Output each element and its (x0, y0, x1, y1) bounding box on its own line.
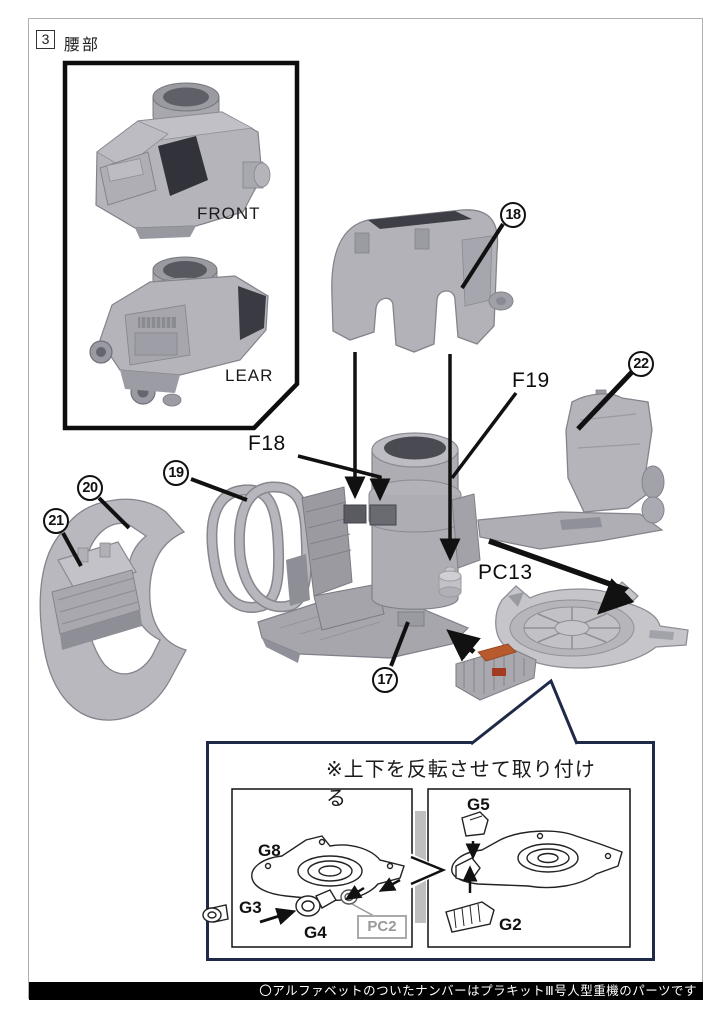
center-assembly (257, 432, 481, 663)
label-g8: G8 (258, 841, 281, 860)
callout-pointer (470, 678, 579, 746)
step-number-box: 3 (36, 30, 55, 49)
callout-19: 19 (163, 460, 189, 486)
callout-17: 17 (372, 667, 398, 693)
part-19-frame (206, 481, 313, 613)
left-panel-arrows (259, 877, 401, 926)
rear-view-label: LEAR (225, 366, 274, 385)
step-title: 腰部 (64, 37, 101, 54)
part-22-hinge (477, 389, 665, 550)
callout-18: 18 (500, 202, 526, 228)
inset-photo-box (62, 60, 300, 431)
footer-note: 〇アルファベットのついたナンバーはプラキットⅢ号人型重機のパーツです (29, 982, 703, 1000)
callout-21: 21 (43, 508, 69, 534)
right-panel-art (445, 811, 623, 933)
runner-label-f19: F19 (512, 369, 550, 392)
callout-20: 20 (77, 475, 103, 501)
label-g5: G5 (467, 795, 490, 814)
inset-photo-rear (89, 256, 269, 407)
leader-lines (61, 222, 634, 667)
runner-label-f18: F18 (248, 432, 286, 455)
runner-label-pc13: PC13 (478, 561, 533, 584)
panel-connector-chevron (410, 855, 447, 886)
callout-22: 22 (628, 351, 654, 377)
label-g2: G2 (499, 915, 522, 934)
label-g4: G4 (304, 923, 327, 942)
right-panel-arrows (462, 841, 481, 893)
assembly-arrows (297, 352, 635, 662)
pc13-polycap (438, 566, 462, 598)
left-panel-art (202, 835, 405, 923)
front-view-label: FRONT (197, 204, 261, 223)
part-18-cover (331, 209, 514, 353)
callout-box (202, 678, 655, 961)
label-g3: G3 (239, 898, 262, 917)
label-pc2: PC2 (357, 915, 407, 939)
step-number: 3 (41, 31, 50, 47)
inset-photo-front (95, 82, 271, 239)
part-21-lid (57, 541, 137, 593)
callout-box-heading: ※上下を反転させて取り付ける (326, 759, 596, 810)
